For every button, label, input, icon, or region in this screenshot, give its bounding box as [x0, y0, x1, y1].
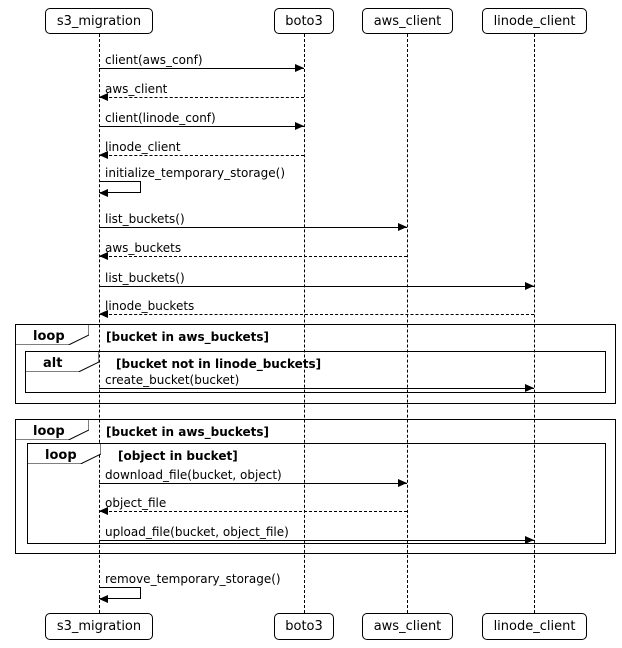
participant-header-linode_client[interactable]: linode_client: [482, 8, 587, 34]
arrow-head-m13: [525, 536, 534, 544]
participant-footer-aws_client[interactable]: aws_client: [362, 613, 453, 640]
self-message-m14: [99, 587, 141, 599]
fragment-loop2: [15, 419, 616, 554]
arrow-head-m11: [398, 479, 407, 487]
participant-header-boto3[interactable]: boto3: [274, 8, 334, 34]
arrow-head-m1: [295, 64, 304, 72]
participant-header-aws_client[interactable]: aws_client: [362, 8, 453, 34]
fragment-guard-loop1: [bucket in aws_buckets]: [106, 330, 270, 344]
message-line-m13: [99, 540, 534, 541]
participant-header-s3_migration[interactable]: s3_migration: [45, 8, 153, 34]
fragment-operator-loop1: loop: [33, 329, 65, 344]
message-label-m14: remove_temporary_storage(): [105, 572, 281, 586]
fragment-loop1: [15, 324, 616, 404]
fragment-tab-loop2: [16, 420, 89, 440]
message-label-m13: upload_file(bucket, object_file): [105, 525, 289, 539]
arrow-head-m6: [398, 223, 407, 231]
message-label-m5: initialize_temporary_storage(): [105, 166, 286, 180]
participant-footer-boto3[interactable]: boto3: [274, 613, 334, 640]
arrow-head-m3: [295, 122, 304, 130]
fragment-tab-outline-alt1: [26, 352, 99, 372]
arrow-head-m4: [99, 151, 108, 159]
fragment-tab-loop1: [16, 325, 89, 345]
fragment-tab-outline-loop1: [16, 325, 89, 345]
message-line-m12: [99, 511, 407, 512]
fragment-guard-loop3: [object in bucket]: [118, 449, 238, 463]
message-label-m6: list_buckets(): [105, 212, 185, 226]
fragment-operator-loop2: loop: [33, 424, 65, 439]
message-line-m4: [99, 155, 304, 156]
fragment-guard-loop2: [bucket in aws_buckets]: [106, 425, 270, 439]
fragment-loop3: [27, 443, 606, 544]
message-label-m1: client(aws_conf): [105, 53, 203, 67]
message-label-m8: list_buckets(): [105, 271, 185, 285]
message-line-m10: [99, 388, 534, 389]
lifeline-boto3: [304, 34, 305, 613]
fragment-tab-alt1: [26, 352, 99, 372]
message-label-m11: download_file(bucket, object): [105, 468, 282, 482]
participant-footer-s3_migration[interactable]: s3_migration: [45, 613, 153, 640]
message-line-m9: [99, 314, 534, 315]
lifeline-aws_client: [407, 34, 408, 613]
arrow-head-m9: [99, 310, 108, 318]
participant-footer-linode_client[interactable]: linode_client: [482, 613, 587, 640]
arrow-head-m14: [99, 595, 108, 603]
message-line-m3: [99, 126, 304, 127]
message-line-m7: [99, 256, 407, 257]
message-label-m9: linode_buckets: [105, 299, 195, 313]
message-label-m12: object_file: [105, 496, 167, 510]
self-message-m5: [99, 181, 141, 193]
fragment-tab-loop3: [28, 444, 101, 464]
arrow-head-m12: [99, 507, 108, 515]
fragment-tab-outline-loop2: [16, 420, 89, 440]
arrow-head-m2: [99, 93, 108, 101]
fragment-tab-outline-loop3: [28, 444, 101, 464]
message-label-m7: aws_buckets: [105, 241, 182, 255]
arrow-head-m10: [525, 384, 534, 392]
lifeline-s3_migration: [99, 34, 100, 613]
message-line-m11: [99, 483, 407, 484]
message-line-m2: [99, 97, 304, 98]
fragment-operator-alt1: alt: [43, 356, 63, 371]
message-label-m2: aws_client: [105, 82, 168, 96]
message-label-m3: client(linode_conf): [105, 111, 216, 125]
message-line-m8: [99, 286, 534, 287]
fragment-operator-loop3: loop: [45, 448, 77, 463]
message-line-m1: [99, 68, 304, 69]
fragment-alt1: [25, 351, 606, 393]
fragment-guard-alt1: [bucket not in linode_buckets]: [116, 357, 322, 371]
message-label-m10: create_bucket(bucket): [105, 373, 240, 387]
lifeline-linode_client: [534, 34, 535, 613]
message-line-m6: [99, 227, 407, 228]
arrow-head-m7: [99, 252, 108, 260]
arrow-head-m8: [525, 282, 534, 290]
arrow-head-m5: [99, 189, 108, 197]
message-label-m4: linode_client: [105, 140, 181, 154]
